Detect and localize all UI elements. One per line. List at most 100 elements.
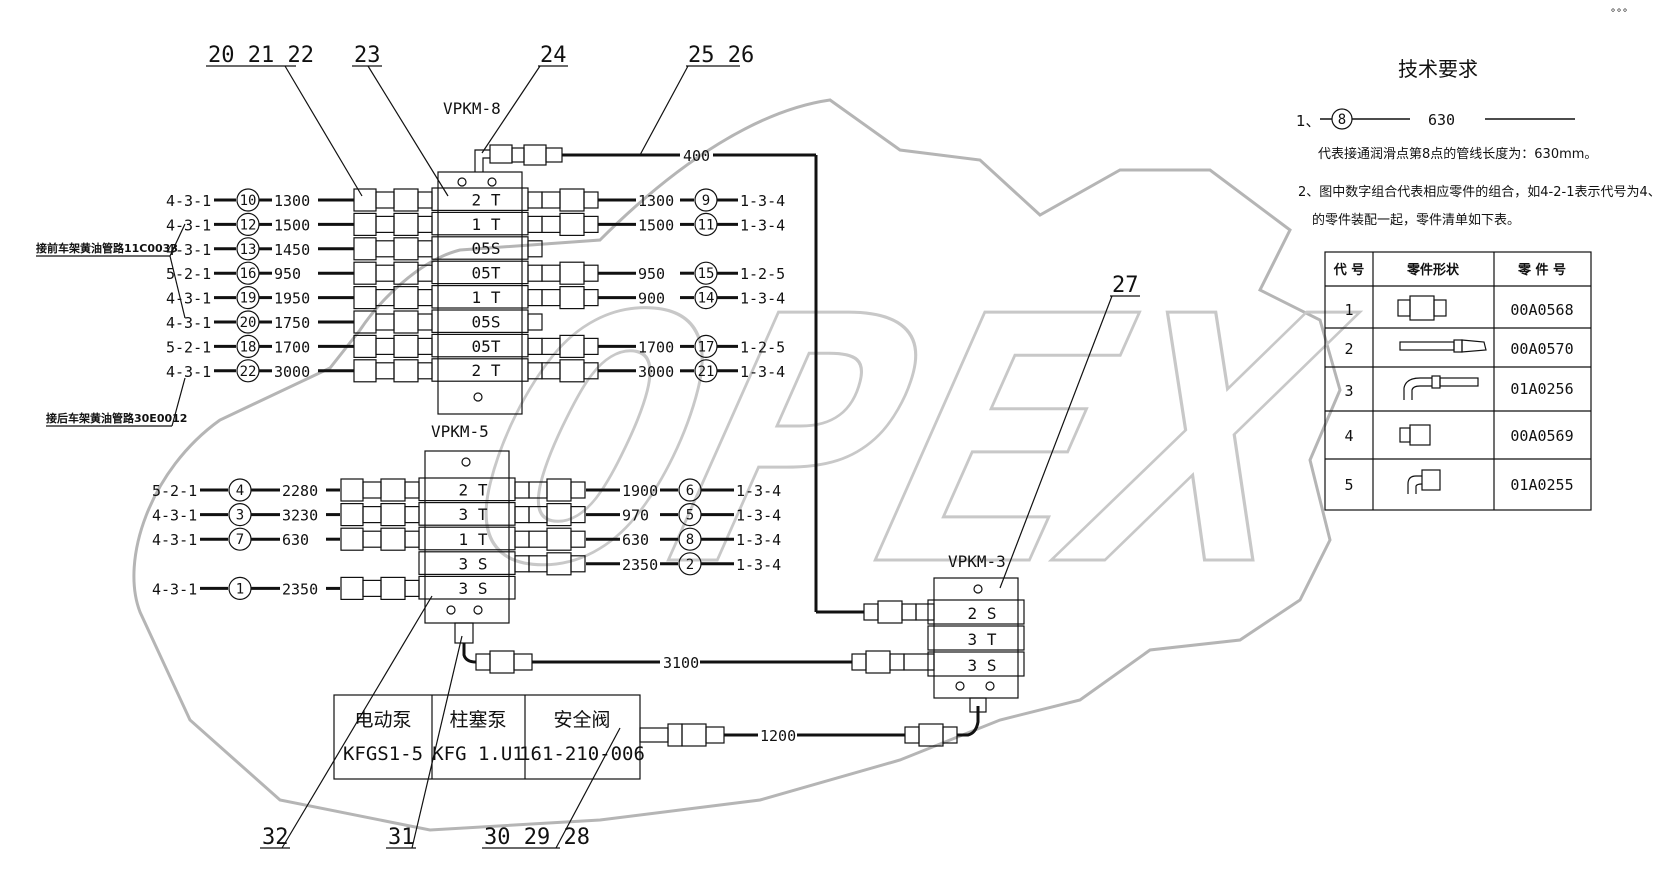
- distributor-section: [927, 651, 1025, 677]
- table-cell-part: 00A0569: [1510, 427, 1573, 445]
- fitting-part: [404, 481, 420, 499]
- pipe-length: 1950: [274, 290, 310, 308]
- callout-label: 23: [354, 43, 381, 68]
- callout-label: 27: [1112, 273, 1139, 298]
- distributor-vpkm5: VPKM-5 2 T3 T1 T3 S3 S: [418, 422, 516, 644]
- pipe-length: 1700: [274, 338, 310, 356]
- tech-title: 技术要求: [1398, 57, 1478, 81]
- straight-connector-icon: [1397, 295, 1447, 321]
- section-label: 1 T: [472, 288, 501, 307]
- pipe-length: 1500: [274, 216, 310, 234]
- distributor-label: VPKM-3: [948, 552, 1006, 571]
- pipe-length: 3000: [638, 363, 674, 381]
- fitting-nut: [353, 212, 377, 236]
- fitting-code: 1-3-4: [740, 290, 785, 308]
- plug: [527, 240, 543, 258]
- point-number: 8: [686, 532, 694, 548]
- tech-item1-length: 630: [1428, 111, 1455, 129]
- fitting-nut: [353, 359, 377, 383]
- fitting-code: 5-2-1: [166, 265, 211, 283]
- table-cell-code: 5: [1344, 476, 1353, 494]
- fitting-nut: [340, 478, 364, 502]
- pipe-length: 1700: [638, 338, 674, 356]
- pipe-length: 900: [638, 290, 665, 308]
- callout-label: 31: [388, 825, 415, 850]
- callouts: 20 21 22 23 24 25 26 27 32 31 30 29 28: [206, 43, 1140, 850]
- fitting-part: [375, 313, 395, 331]
- fitting-nut: [380, 576, 406, 601]
- fitting-nut: [393, 188, 419, 212]
- point-number: 2: [686, 557, 694, 573]
- fitting-part: [417, 313, 433, 331]
- table-cell-part: 01A0256: [1510, 380, 1573, 398]
- point-number: 6: [686, 483, 694, 499]
- pump-plunger-model: KFG 1.U1: [432, 743, 524, 765]
- fitting-code: 1-3-4: [740, 363, 785, 381]
- fitting-code: 4-3-1: [166, 241, 211, 259]
- table-cell-code: 3: [1344, 382, 1353, 400]
- pipe-length: 630: [282, 531, 309, 549]
- pipe-length: 1500: [638, 216, 674, 234]
- point-number: 14: [698, 291, 715, 307]
- fitting-nut: [393, 212, 419, 236]
- callout-label: 20 21 22: [208, 43, 314, 68]
- elbow-pipe-icon: [1403, 375, 1479, 400]
- pipe-length-label: 1200: [760, 727, 796, 745]
- point-number: 21: [698, 364, 715, 380]
- fitting-nut: [353, 261, 377, 285]
- table-row: 1 00A0568: [1344, 295, 1574, 321]
- pipe-length: 1300: [274, 192, 310, 210]
- point-number: 3: [236, 508, 244, 524]
- section-label: 3 S: [459, 554, 488, 573]
- fitting-nut: [393, 359, 419, 383]
- point-number: 15: [698, 266, 715, 282]
- distributor-sections: 2 S3 T3 S: [927, 599, 1025, 677]
- point-number: 5: [686, 508, 694, 524]
- fitting-part: [570, 506, 586, 524]
- distributor-section: [927, 625, 1025, 651]
- point-number: 19: [240, 291, 257, 307]
- callout-label: 32: [262, 825, 289, 850]
- fitting-part: [541, 215, 561, 233]
- tech-item2-line2: 的零件装配一起，零件清单如下表。: [1312, 212, 1520, 228]
- fitting-part: [375, 191, 395, 209]
- fitting-part: [527, 191, 543, 209]
- fitting-code: 1-3-4: [736, 531, 781, 549]
- fitting-part: [570, 530, 586, 548]
- point-number: 7: [236, 532, 244, 548]
- table-row: 3 01A0256: [1344, 375, 1574, 400]
- fitting-part: [527, 215, 543, 233]
- point-number: 18: [240, 339, 257, 355]
- watermark-text: OPEX: [441, 246, 1377, 641]
- pipe-length: 1750: [274, 314, 310, 332]
- section-label: 2 S: [968, 604, 997, 623]
- table-header: 代 号: [1333, 262, 1365, 278]
- table-row: 4 00A0569: [1344, 424, 1574, 446]
- fitting-code: 4-3-1: [152, 507, 197, 525]
- section-label: 1 T: [459, 530, 488, 549]
- fitting-part: [404, 530, 420, 548]
- pipe-length: 950: [638, 265, 665, 283]
- side-note-text: 接后车架黄油管路30E0012: [46, 411, 187, 425]
- fitting-part: [570, 481, 586, 499]
- fitting-code: 4-3-1: [152, 580, 197, 598]
- supply-pipes: 400 3100 1200: [462, 144, 987, 747]
- side-note-front: 接前车架黄油管路11C0033: [36, 223, 186, 319]
- table-cell-part: 00A0568: [1510, 301, 1573, 319]
- table-header: 零件形状: [1406, 262, 1460, 278]
- fitting-code: 1-2-5: [740, 265, 785, 283]
- section-label: 3 S: [968, 656, 997, 675]
- fitting-nut: [380, 478, 406, 502]
- section-label: 3 T: [459, 505, 488, 524]
- distributor-label: VPKM-5: [431, 422, 489, 441]
- callout-label: 25 26: [688, 43, 754, 68]
- table-row: 2 00A0570: [1344, 339, 1574, 358]
- fitting-nut: [393, 286, 419, 310]
- pipe-length: 970: [622, 507, 649, 525]
- fitting-nut: [380, 527, 406, 551]
- pump-electric-label: 电动泵: [354, 709, 411, 731]
- fitting-nut: [353, 286, 377, 310]
